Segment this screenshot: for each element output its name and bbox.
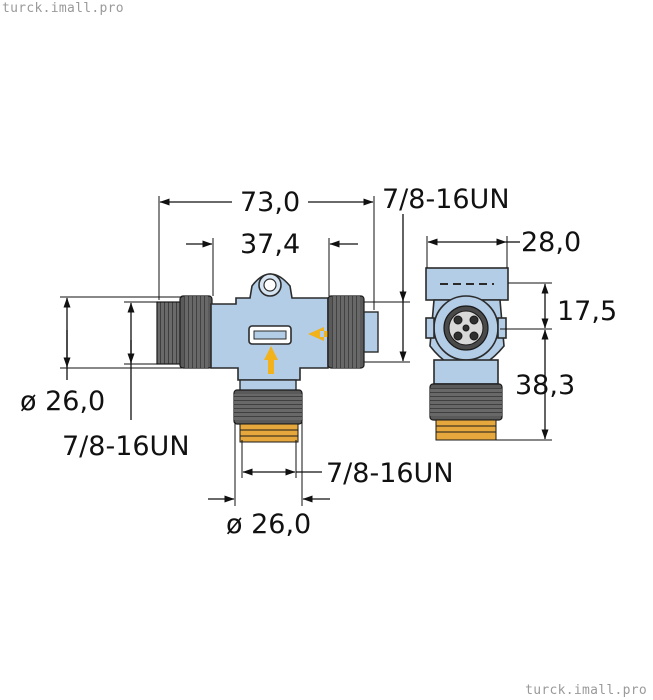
- dim-bottom-thread: 7/8-16UN: [326, 458, 454, 489]
- watermark-top: turck.imall.pro: [2, 1, 124, 16]
- dim-side-height-top: 17,5: [557, 296, 617, 327]
- dim-overall-length: 73,0: [240, 187, 300, 218]
- dim-thread-top: 7/8-16UN: [382, 184, 510, 215]
- front-view: [156, 273, 379, 443]
- dim-left-thread: 7/8-16UN: [62, 431, 190, 462]
- right-cap: [363, 311, 379, 353]
- side-view: [425, 267, 509, 441]
- dim-left-diameter: ø 26,0: [20, 386, 105, 417]
- dim-side-height-bottom: 38,3: [515, 370, 575, 401]
- left-thread: [156, 301, 182, 365]
- side-thread: [435, 419, 497, 441]
- direction-arrow-down: [264, 346, 278, 374]
- bottom-thread: [239, 423, 299, 443]
- dim-bottom-diameter: ø 26,0: [226, 509, 311, 540]
- dimension-lines: [60, 196, 552, 506]
- watermark-bottom: turck.imall.pro: [525, 683, 647, 698]
- dim-body-length: 37,4: [240, 229, 300, 260]
- dim-side-width: 28,0: [521, 227, 581, 258]
